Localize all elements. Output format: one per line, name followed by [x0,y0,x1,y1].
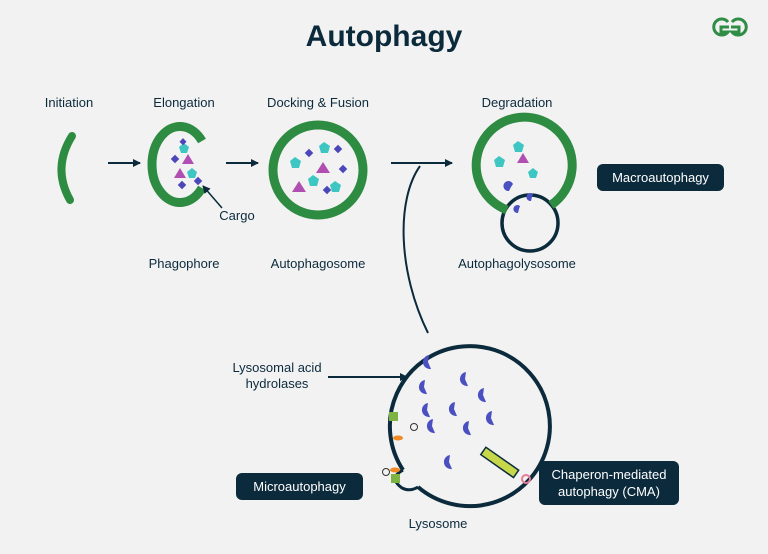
square-particle [389,412,398,421]
macroautophagy-label: Macroautophagy [612,170,709,185]
autophagolysosome-label: Autophagolysosome [458,256,576,271]
logo-icon [712,17,748,37]
cma-label-line2: autophagy (CMA) [558,484,660,499]
enzyme-particle [426,419,435,434]
triangle-particle [174,168,186,178]
chaperone-protein [479,446,520,479]
lysosome-substrates [382,412,418,483]
pentagon-particle [308,175,319,186]
triangle-particle [316,162,330,173]
enzyme-particle [459,372,468,387]
microautophagy-label: Microautophagy [253,479,346,494]
triangle-particle [182,154,194,164]
diamond-particle [193,176,203,186]
cargo-pointer [202,185,223,209]
gfg-logo [710,14,750,40]
square-particle [391,474,400,483]
diamond-particle [177,180,187,190]
diamond-particle [333,144,343,154]
diamond-particle [179,138,187,146]
enzyme-particle [443,455,452,470]
diamond-particle [170,154,180,164]
macroautophagy-box: Macroautophagy [597,164,724,191]
stage-docking-label: Docking & Fusion [267,95,369,110]
oval-particle [393,435,403,441]
small-circle-particle [382,468,390,476]
hydrolases-label-line1: Lysosomal acid [232,360,322,375]
enzyme-particle [422,355,431,370]
pentagon-particle [179,143,189,153]
stage-degradation-label: Degradation [481,95,553,110]
autophagosome-cargo [290,142,348,195]
lysosome-fusion-path [402,165,429,334]
enzyme-particle [526,193,533,202]
pentagon-particle [330,181,341,192]
stage-elongation-label: Elongation [153,95,215,110]
triangle-particle [292,181,306,192]
diamond-particle [338,164,348,174]
enzyme-particle [421,403,430,418]
pentagon-particle [494,156,505,167]
enzyme-particle [513,205,520,214]
enzyme-particle [503,181,513,192]
small-circle-particle [410,423,418,431]
triangle-particle [517,153,529,163]
lysosome-label: Lysosome [408,516,468,531]
lysosome-bud [500,193,560,253]
enzyme-particle [485,411,494,426]
hydrolases-label-line2: hydrolases [245,376,309,391]
phagophore-label: Phagophore [148,256,220,271]
page-title: Autophagy [305,20,463,53]
pentagon-particle [187,168,197,178]
microautophagy-box: Microautophagy [236,473,363,500]
autophagosome-membrane [268,120,368,220]
cma-substrate [521,474,531,484]
diamond-particle [322,185,332,195]
pentagon-particle [528,168,538,178]
phagophore-cargo [170,138,203,190]
autophagosome-label: Autophagosome [270,256,366,271]
enzyme-particle [462,421,471,436]
pentagon-particle [319,142,330,153]
oval-particle [390,467,400,473]
cargo-label: Cargo [219,208,255,223]
autophagolysosome-contents [494,141,538,214]
enzyme-particle [418,380,427,395]
enzyme-particle [448,402,457,417]
autophagolysosome-membrane [471,112,577,215]
lysosome-membrane [387,344,552,509]
cma-box: Chaperon-mediated autophagy (CMA) [539,461,679,505]
enzyme-particle [477,388,486,403]
pentagon-particle [290,157,301,168]
diamond-particle [304,148,314,158]
cma-label-line1: Chaperon-mediated [551,467,667,482]
pentagon-particle [513,141,524,152]
initiation-membrane [57,132,76,204]
stage-initiation-label: Initiation [44,95,94,110]
phagophore-membrane [147,122,206,207]
hydrolase-enzymes [418,355,494,470]
